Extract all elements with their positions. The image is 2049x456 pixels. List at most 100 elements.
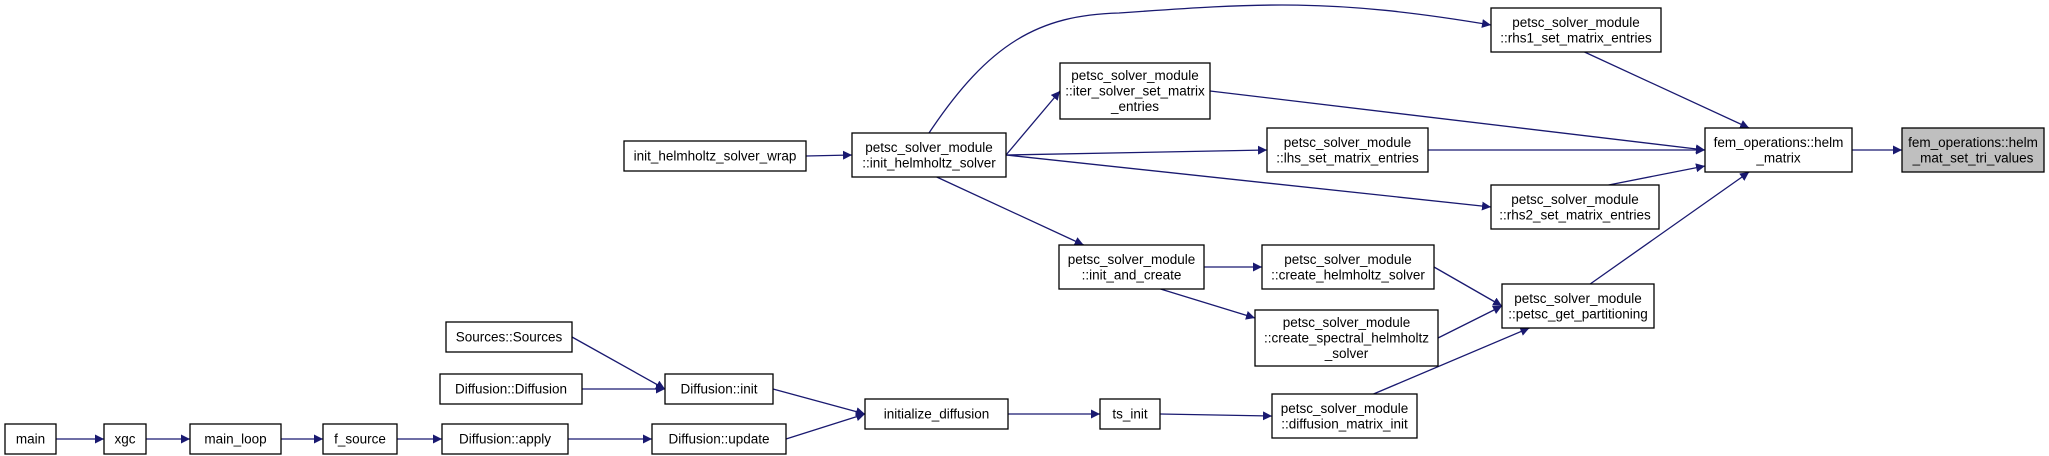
node-label: ::init_helmholtz_solver [862,155,996,170]
edge-init-helmholtz-solver-to-lhs-set-matrix-entries [1005,145,1268,156]
node-label: main_loop [204,432,266,447]
node-label: Sources::Sources [456,330,563,345]
node-label: Diffusion::init [680,382,757,397]
node-box[interactable] [1501,283,1655,329]
edge-init-helmholtz-solver-to-init-and-create [936,176,1084,246]
node-init-and-create[interactable]: petsc_solver_module::init_and_create [1058,244,1205,290]
node-label: ::create_helmholtz_solver [1271,267,1425,282]
node-label: fem_operations::helm [1908,135,2038,150]
node-label: _solver [1324,346,1369,361]
edge-init-helmholtz-solver-wrap-to-init-helmholtz-solver [805,150,853,160]
edge-sources-sources-to-diffusion-init [571,336,666,390]
node-box[interactable] [623,140,807,172]
node-label: ::lhs_set_matrix_entries [1276,150,1419,165]
node-main-loop[interactable]: main_loop [189,423,282,455]
node-box[interactable] [441,423,569,455]
node-initialize-diffusion[interactable]: initialize_diffusion [864,398,1009,430]
node-label: ::petsc_get_partitioning [1508,306,1648,321]
edge-create-helmholtz-solver-to-petsc-get-partitioning [1433,266,1503,307]
edge-petsc-get-partitioning-to-helm-matrix [1589,171,1750,285]
node-lhs-set-matrix-entries[interactable]: petsc_solver_module::lhs_set_matrix_entr… [1266,127,1429,173]
node-iter-solver-set-matrix-entries[interactable]: petsc_solver_module::iter_solver_set_mat… [1059,62,1211,120]
node-label: petsc_solver_module [1284,135,1412,150]
edge-iter-solver-set-matrix-entries-to-helm-matrix [1209,90,1706,154]
node-label: petsc_solver_module [1284,252,1412,267]
node-label: _mat_set_tri_values [1912,150,2034,165]
node-rhs2-set-matrix-entries[interactable]: petsc_solver_module::rhs2_set_matrix_ent… [1490,184,1660,230]
node-box[interactable] [1271,393,1418,439]
node-box[interactable] [439,373,583,405]
node-label: _entries [1110,99,1159,114]
node-label: Diffusion::Diffusion [455,382,567,397]
node-label: ::rhs1_set_matrix_entries [1500,30,1652,45]
node-diffusion-init[interactable]: Diffusion::init [664,373,774,405]
node-sources-sources[interactable]: Sources::Sources [445,321,573,353]
node-box[interactable] [1901,127,2045,173]
node-ts-init[interactable]: ts_init [1099,398,1161,430]
node-helm-matrix[interactable]: fem_operations::helm_matrix [1704,127,1853,173]
node-create-helmholtz-solver[interactable]: petsc_solver_module::create_helmholtz_so… [1261,244,1435,290]
node-label: Diffusion::update [668,432,769,447]
node-box[interactable] [189,423,282,455]
node-f-source[interactable]: f_source [322,423,398,455]
node-box[interactable] [4,423,57,455]
node-label: petsc_solver_module [1071,68,1199,83]
edge-rhs1-set-matrix-entries-to-helm-matrix [1584,51,1750,129]
node-rhs1-set-matrix-entries[interactable]: petsc_solver_module::rhs1_set_matrix_ent… [1490,7,1662,53]
node-box[interactable] [1490,7,1662,53]
node-box[interactable] [851,132,1007,178]
node-label: _matrix [1755,150,1801,165]
node-label: Diffusion::apply [459,432,551,447]
node-label: ::diffusion_matrix_init [1281,416,1408,431]
node-box[interactable] [322,423,398,455]
edge-diffusion-update-to-initialize-diffusion [785,412,866,440]
node-label: petsc_solver_module [1514,291,1642,306]
node-main[interactable]: main [4,423,57,455]
node-box[interactable] [1266,127,1429,173]
node-box[interactable] [445,321,573,353]
node-label: xgc [114,432,135,447]
node-init-helmholtz-solver-wrap[interactable]: init_helmholtz_solver_wrap [623,140,807,172]
node-label: init_helmholtz_solver_wrap [634,149,797,164]
edges-layer [56,4,1902,444]
nodes-layer: main xgc main_loop f_source Diffusion::apply… [4,7,2045,455]
node-label: petsc_solver_module [1281,401,1409,416]
node-label: f_source [334,432,386,447]
edge-init-helmholtz-solver-to-iter-solver-set-matrix-entries [1005,90,1061,156]
node-label: petsc_solver_module [1068,252,1196,267]
edge-ts-init-to-diffusion-matrix-init [1159,411,1273,421]
node-petsc-get-partitioning[interactable]: petsc_solver_module::petsc_get_partition… [1501,283,1655,329]
node-box[interactable] [1254,309,1439,367]
node-box[interactable] [651,423,787,455]
edge-init-helmholtz-solver-to-rhs1-set-matrix-entries [928,4,1492,134]
node-label: initialize_diffusion [884,407,990,422]
node-xgc[interactable]: xgc [103,423,147,455]
node-box[interactable] [1059,62,1211,120]
node-box[interactable] [864,398,1009,430]
node-init-helmholtz-solver[interactable]: petsc_solver_module::init_helmholtz_solv… [851,132,1007,178]
edge-diffusion-init-to-initialize-diffusion [772,388,866,416]
node-label: petsc_solver_module [1512,15,1640,30]
node-diffusion-update[interactable]: Diffusion::update [651,423,787,455]
node-box[interactable] [1490,184,1660,230]
edge-rhs2-set-matrix-entries-to-helm-matrix [1608,163,1706,186]
node-box[interactable] [1058,244,1205,290]
node-label: petsc_solver_module [865,140,993,155]
node-box[interactable] [103,423,147,455]
edge-diffusion-matrix-init-to-petsc-get-partitioning [1373,327,1530,395]
node-create-spectral-helmholtz-solver[interactable]: petsc_solver_module::create_spectral_hel… [1254,309,1439,367]
node-box[interactable] [664,373,774,405]
node-box[interactable] [1261,244,1435,290]
node-diffusion-matrix-init[interactable]: petsc_solver_module::diffusion_matrix_in… [1271,393,1418,439]
edge-init-and-create-to-create-spectral-helmholtz-solver [1160,288,1256,320]
node-box[interactable] [1704,127,1853,173]
edge-create-spectral-helmholtz-solver-to-petsc-get-partitioning [1437,305,1503,339]
node-label: ts_init [1112,407,1148,422]
node-label: petsc_solver_module [1511,192,1639,207]
node-helm-mat-set-tri-values[interactable]: fem_operations::helm_mat_set_tri_values [1901,127,2045,173]
node-box[interactable] [1099,398,1161,430]
node-label: fem_operations::helm [1714,135,1844,150]
node-diffusion-diffusion[interactable]: Diffusion::Diffusion [439,373,583,405]
node-diffusion-apply[interactable]: Diffusion::apply [441,423,569,455]
